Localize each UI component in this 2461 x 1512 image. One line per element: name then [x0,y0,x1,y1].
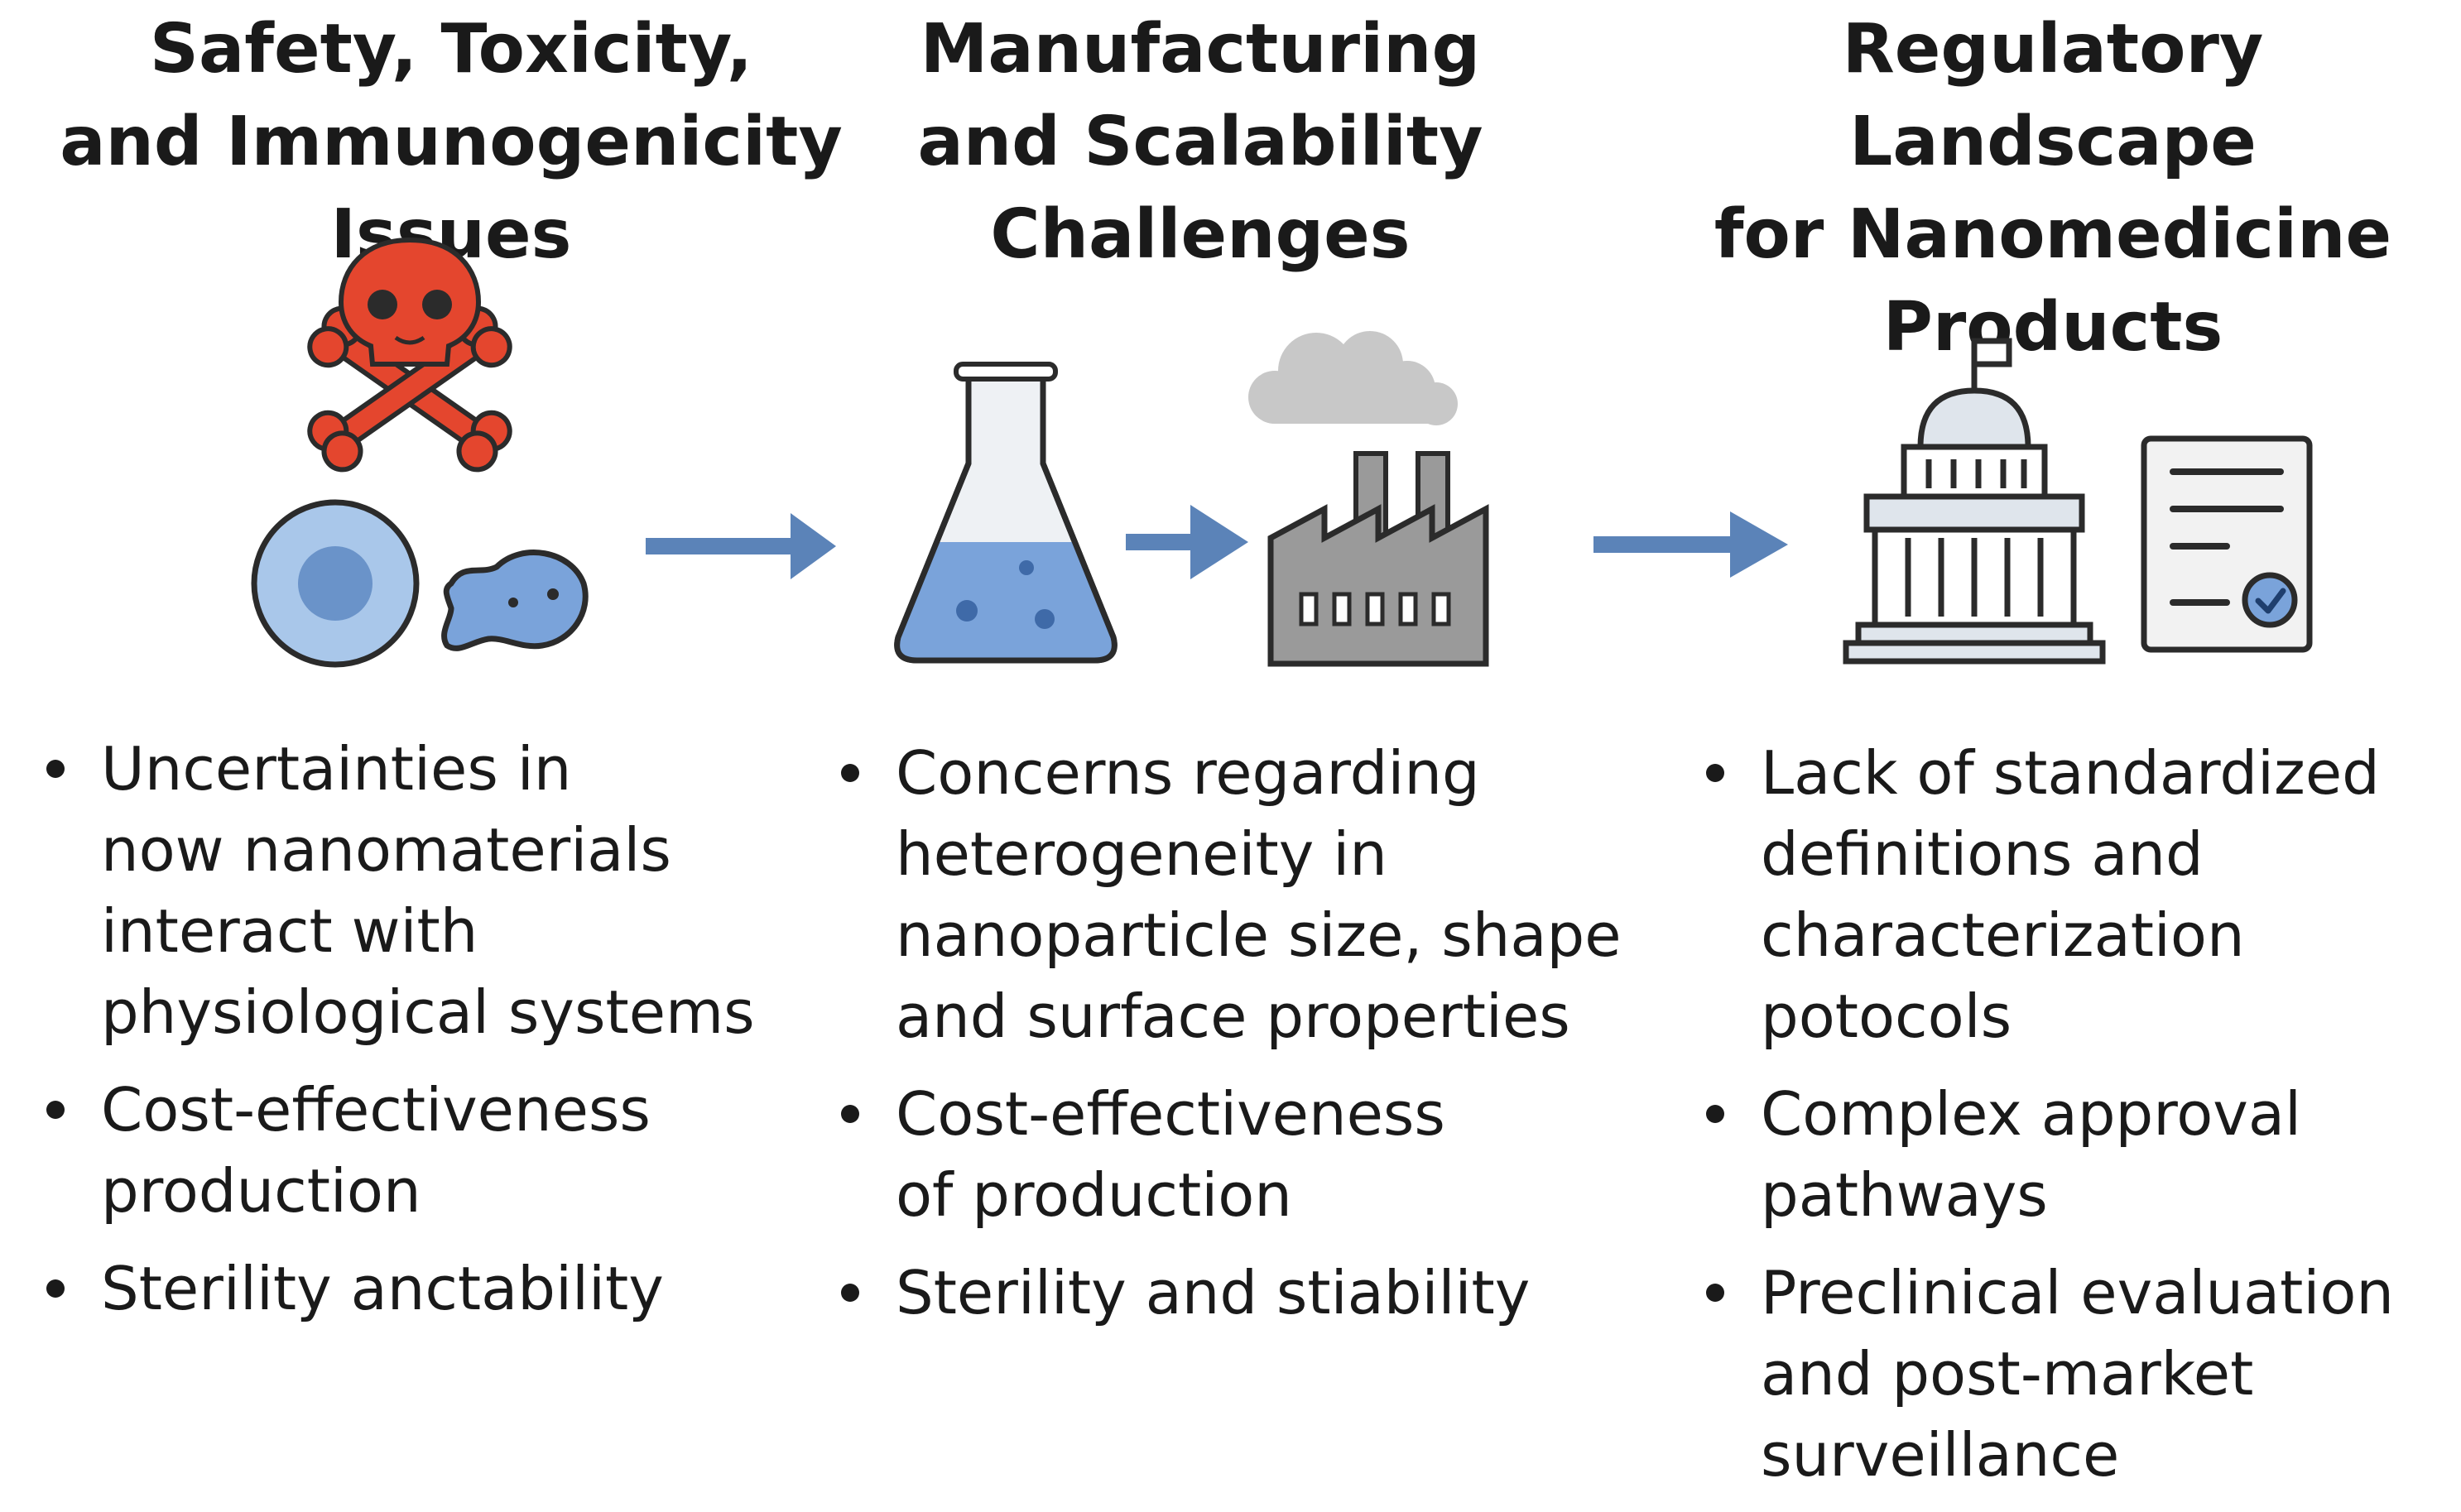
column-title-manufacturing: Manufacturing and Scalability Challenges [917,10,1483,274]
bullet-text: Preclinical evaluation and post-market s… [1761,1258,2394,1490]
arrow-right-icon [646,513,836,579]
skull-crossbones-icon [307,237,512,473]
bullet-dot [46,760,65,778]
bullet-list-regulatory: Lack of standardized definitions and cha… [1701,732,2454,1512]
bullet-dot [1706,1105,1724,1123]
factory-icon [1248,331,1489,667]
cell-icon [251,499,420,668]
arrow-right-icon [1593,511,1788,578]
bullet-text: Complex approval pathways [1761,1079,2302,1230]
certificate-document-icon [2141,435,2313,653]
list-item: Cost-effectiveness of production [836,1073,1622,1236]
bullet-list-safety: Uncertainties in now nanomaterials inter… [41,728,836,1346]
list-item: Complex approval pathways [1701,1073,2454,1236]
diagram-artwork [251,237,2313,668]
bacterium-icon [441,550,589,651]
bullet-text: Cost-effectiveness of production [896,1079,1445,1230]
list-item: Lack of standardized definitions and cha… [1701,732,2454,1057]
bullet-text: Cost-effectiveness production [101,1075,651,1226]
list-item: Uncertainties in now nanomaterials inter… [41,728,836,1053]
government-building-icon [1843,338,2106,665]
bullet-dot [46,1279,65,1298]
bullet-text: Concerns regarding heterogeneity in nano… [896,738,1622,1051]
bullet-text: Sterility and stiability [896,1258,1531,1327]
list-item: Concerns regarding heterogeneity in nano… [836,732,1622,1057]
bullet-text: Lack of standardized definitions and cha… [1761,738,2380,1051]
list-item: Cost-effectiveness production [41,1069,836,1231]
column-title-regulatory: Regulatory Landscape for Nanomedicine Pr… [1714,10,2392,367]
list-item: Sterility anctability [41,1248,836,1329]
bullet-text: Uncertainties in now nanomaterials inter… [101,734,755,1047]
bullet-dot [841,1284,859,1302]
bullet-dot [1706,1284,1724,1302]
bullet-dot [841,764,859,782]
list-item: Sterility and stiability [836,1252,1622,1333]
flask-icon [894,362,1118,664]
bullet-dot [1706,764,1724,782]
bullet-dot [46,1101,65,1119]
list-item: Preclinical evaluation and post-market s… [1701,1252,2454,1495]
bullet-text: Sterility anctability [101,1254,664,1323]
bullet-list-manufacturing: Concerns regarding heterogeneity in nano… [836,732,1622,1350]
bullet-dot [841,1105,859,1123]
arrow-right-icon [1126,505,1248,579]
